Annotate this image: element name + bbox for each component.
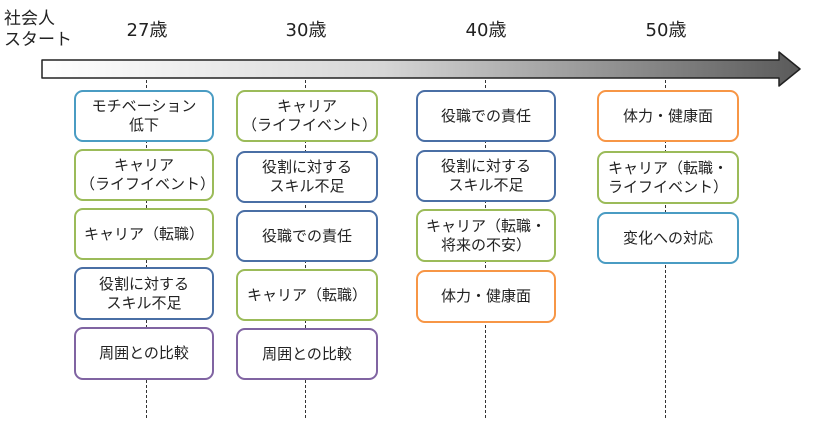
issue-box: 役割に対する スキル不足 (236, 151, 378, 203)
age-label-40: 40歳 (465, 20, 507, 41)
issue-text: キャリア （ライフイベント） (80, 156, 216, 193)
age-label-30: 30歳 (285, 20, 327, 41)
issue-box: キャリア（転職・ 将来の不安） (416, 209, 556, 262)
issue-text: 体力・健康面 (440, 287, 531, 305)
issue-text: 体力・健康面 (622, 106, 713, 125)
start-label-line2: スタート (4, 30, 72, 50)
issue-box: キャリア （ライフイベント） (74, 149, 216, 201)
issue-box: 体力・健康面 (416, 270, 556, 323)
issue-text: 役割に対する スキル不足 (98, 274, 189, 312)
issue-text: キャリア（転職） (246, 285, 367, 304)
age-label-50: 50歳 (645, 20, 687, 41)
issue-text: 役職での責任 (261, 226, 352, 245)
issue-text: 役割に対する スキル不足 (440, 157, 531, 194)
issue-box: 周囲との比較 (236, 328, 378, 380)
issue-box: 体力・健康面 (597, 90, 739, 142)
issue-text: キャリア（転職） (83, 224, 204, 243)
issue-box: 役職での責任 (236, 210, 378, 262)
issue-box: キャリア（転職） (236, 269, 378, 321)
career-start-label: 社会人 スタート (4, 9, 84, 51)
start-label-line1: 社会人 (4, 9, 55, 29)
issue-text: キャリア（転職・ ライフイベント） (607, 158, 728, 196)
issue-box: キャリア（転職・ ライフイベント） (597, 151, 739, 204)
issue-box: 役職での責任 (416, 90, 556, 142)
issue-box: 周囲との比較 (74, 327, 214, 380)
issue-box: キャリア （ライフイベント） (236, 90, 378, 142)
issue-text: 役職での責任 (440, 106, 531, 125)
issue-box: 役割に対する スキル不足 (416, 150, 556, 202)
issue-text: 変化への対応 (622, 228, 713, 247)
issue-text: モチベーション 低下 (91, 97, 197, 134)
age-label-27: 27歳 (126, 20, 168, 41)
issue-text: キャリア（転職・ 将来の不安） (425, 216, 546, 254)
issue-box: モチベーション 低下 (74, 90, 214, 142)
issue-text: 役割に対する スキル不足 (261, 158, 352, 195)
issue-box: 変化への対応 (597, 212, 739, 264)
issue-text: キャリア （ライフイベント） (242, 97, 378, 134)
issue-text: 周囲との比較 (99, 344, 189, 362)
issue-box: 役割に対する スキル不足 (74, 267, 214, 320)
issue-text: 周囲との比較 (262, 344, 352, 363)
issue-box: キャリア（転職） (74, 208, 214, 260)
